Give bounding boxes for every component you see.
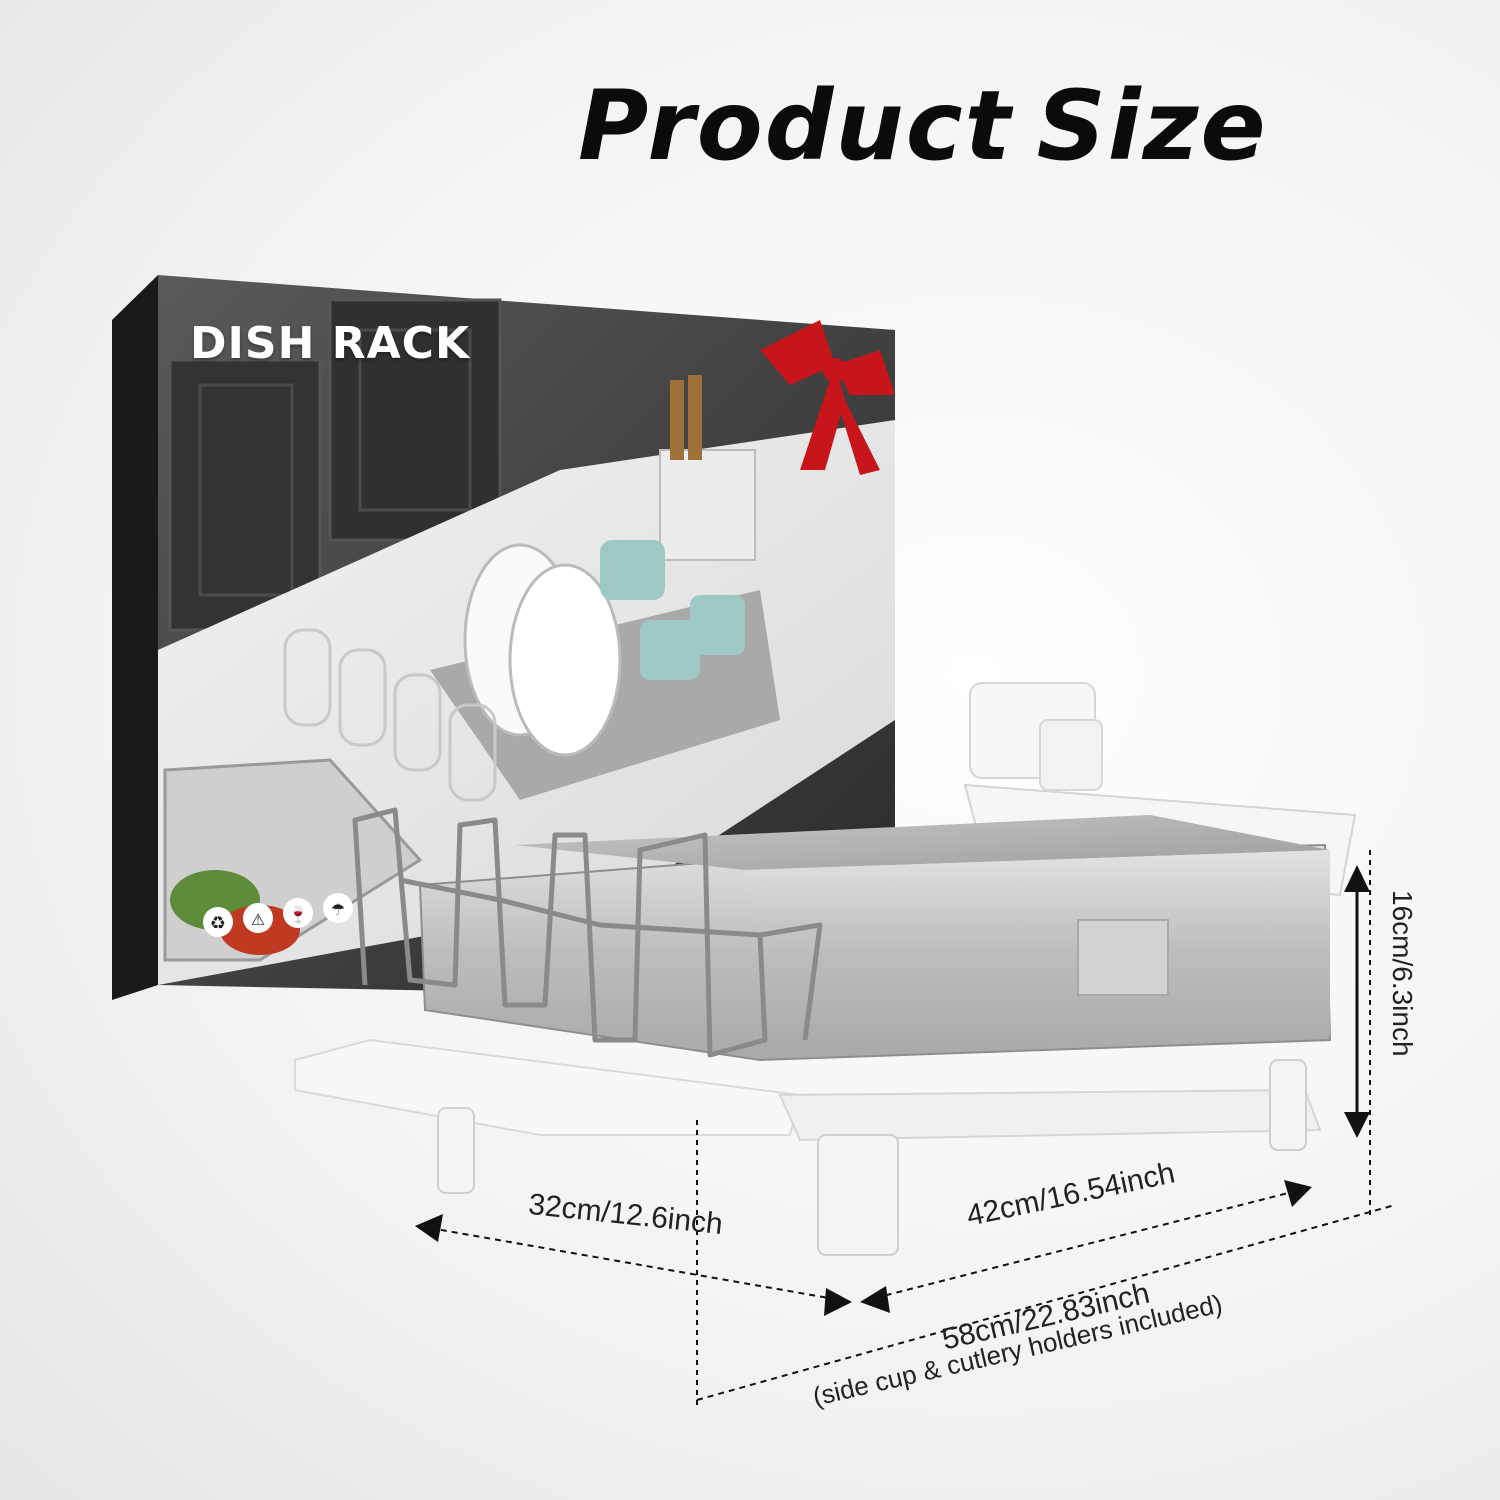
gift-ribbon [760,320,895,475]
recycle-icon: ♻ [203,907,233,937]
umbrella-icon: ☂ [323,893,353,923]
svg-text:⚠: ⚠ [251,910,265,929]
svg-text:♻: ♻ [210,913,226,934]
svg-text:☂: ☂ [331,900,345,919]
dimension-lines [415,850,1396,1410]
title-word-product: Product [578,70,1013,182]
box-care-icons: ♻ ⚠ 🍷 ☂ [203,893,353,937]
dish-rack [294,682,1357,1256]
product-box: ♻ ⚠ 🍷 ☂ [112,275,895,1000]
box-title: DISH RACK [190,318,471,369]
height-dimension-label: 16cm/6.3inch [1387,890,1418,1057]
glass-icon: 🍷 [283,898,313,928]
fragile-icon: ⚠ [243,903,273,933]
title-word-size: Size [1036,70,1268,182]
svg-text:🍷: 🍷 [288,905,308,924]
